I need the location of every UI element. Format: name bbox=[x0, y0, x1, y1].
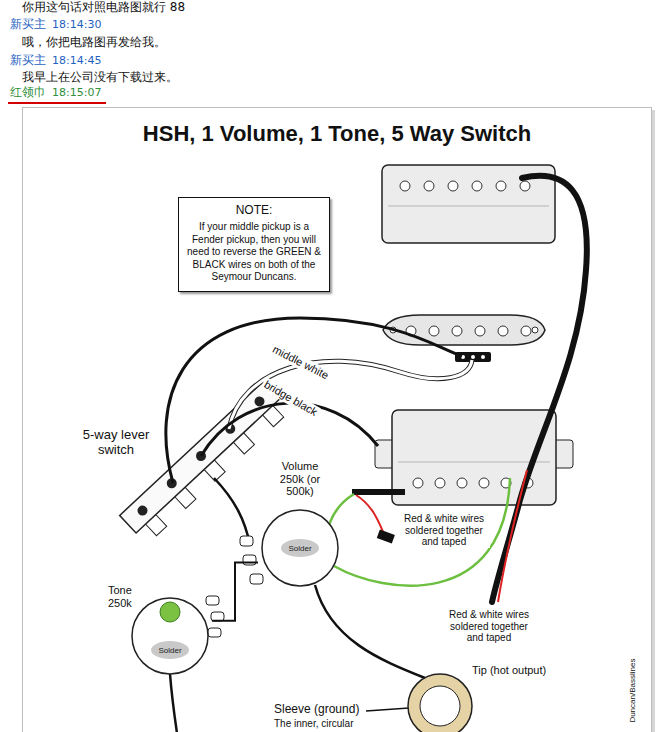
solder-note: Red & white wires soldered together and … bbox=[398, 513, 490, 548]
output-jack bbox=[408, 674, 472, 732]
pot-lug bbox=[206, 596, 219, 605]
chat-sender: 新买主 bbox=[10, 54, 46, 68]
pot-label: Tone 250k bbox=[108, 584, 140, 609]
jack-hole bbox=[420, 686, 460, 726]
diagram-panel bbox=[23, 108, 652, 732]
solder-blob bbox=[281, 539, 319, 557]
chat-message: 你用这句话对照电路图就行 88 bbox=[22, 1, 185, 15]
pot-lugs bbox=[206, 536, 263, 637]
black-wire bbox=[166, 318, 462, 483]
mount-hole bbox=[532, 327, 538, 333]
neck-cable bbox=[492, 176, 587, 602]
jack-ring bbox=[408, 674, 472, 732]
five-way-switch bbox=[120, 379, 294, 545]
credit-text: Duncan/Basslines bbox=[628, 656, 637, 724]
chat-time: 18:14:30 bbox=[52, 19, 101, 32]
switch-label: 5-way lever switch bbox=[80, 428, 152, 458]
solder-text: Solder bbox=[288, 544, 313, 553]
pole-piece bbox=[400, 181, 410, 191]
jack-note: The inner, circular bbox=[274, 718, 353, 730]
chat-message: 哦，你把电路图再发给我。 bbox=[22, 36, 166, 50]
wire-connector bbox=[212, 562, 258, 620]
pole-piece bbox=[452, 326, 462, 336]
green-wire bbox=[334, 478, 510, 586]
chat-time: 18:15:07 bbox=[52, 87, 101, 100]
pot-body bbox=[130, 596, 210, 676]
pole-piece bbox=[475, 326, 485, 336]
taped-wire-end bbox=[377, 530, 395, 544]
solder-blob bbox=[151, 641, 189, 659]
pot-label: Volume 250k (or 500k) bbox=[270, 460, 330, 498]
pot-lug bbox=[211, 612, 224, 621]
eyelet bbox=[471, 355, 475, 359]
pole-piece bbox=[496, 181, 506, 191]
pole-piece bbox=[435, 478, 445, 488]
leader-line bbox=[366, 708, 409, 711]
pot-lug bbox=[250, 574, 263, 584]
pole-piece bbox=[448, 181, 458, 191]
pole-piece bbox=[498, 326, 508, 336]
hot-wire bbox=[315, 585, 425, 678]
white-wire bbox=[229, 360, 472, 429]
pole-piece bbox=[429, 326, 439, 336]
red-underline bbox=[8, 102, 106, 104]
volume-pot: Volume 250k (or 500k) Solder bbox=[258, 460, 342, 588]
black-wire bbox=[201, 403, 378, 456]
jack-terminal-label: Sleeve (ground) bbox=[274, 703, 359, 717]
chat-sender: 红领巾 bbox=[10, 86, 46, 100]
diagram-title: HSH, 1 Volume, 1 Tone, 5 Way Switch bbox=[22, 121, 652, 146]
pole-piece bbox=[472, 181, 482, 191]
coil-divider bbox=[388, 206, 549, 207]
chat-message: 我早上在公司没有下载过来。 bbox=[22, 71, 178, 85]
ground-wire bbox=[170, 674, 178, 732]
pot-lug bbox=[208, 628, 221, 637]
pole-piece bbox=[479, 478, 489, 488]
tone-pot: Tone 250kSolder bbox=[108, 584, 212, 676]
coil-divider bbox=[398, 462, 550, 463]
pot-casing bbox=[262, 510, 338, 586]
pole-piece bbox=[521, 326, 531, 336]
white-wire-outline bbox=[229, 360, 472, 429]
pot-outline bbox=[130, 596, 210, 676]
pole-piece bbox=[457, 478, 467, 488]
chat-sender: 新买主 bbox=[10, 18, 46, 32]
single-coil-pickup bbox=[383, 315, 545, 362]
pot-lug bbox=[243, 555, 256, 565]
eyelet bbox=[481, 355, 485, 359]
jack-terminal-label: Tip (hot output) bbox=[472, 664, 546, 677]
pot-lug bbox=[240, 536, 253, 546]
note-heading: NOTE: bbox=[186, 203, 322, 218]
pickup-cover bbox=[383, 315, 545, 345]
red-wire bbox=[498, 470, 527, 602]
switch-contact bbox=[135, 503, 149, 517]
bridge-cable bbox=[352, 489, 405, 495]
red-wire bbox=[356, 495, 384, 534]
wires bbox=[166, 176, 587, 732]
pole-piece bbox=[413, 478, 423, 488]
pot-casing bbox=[132, 598, 208, 674]
solder-note: Red & white wires soldered together and … bbox=[443, 609, 535, 644]
chat-time: 18:14:45 bbox=[52, 55, 101, 68]
solder-text: Solder bbox=[158, 646, 183, 655]
capacitor bbox=[160, 602, 180, 622]
pole-piece bbox=[424, 181, 434, 191]
note-text: If your middle pickup is a Fender pickup… bbox=[186, 221, 322, 284]
pole-piece bbox=[520, 181, 530, 191]
black-wire bbox=[214, 478, 250, 545]
note-box: NOTE: If your middle pickup is a Fender p… bbox=[178, 197, 330, 292]
